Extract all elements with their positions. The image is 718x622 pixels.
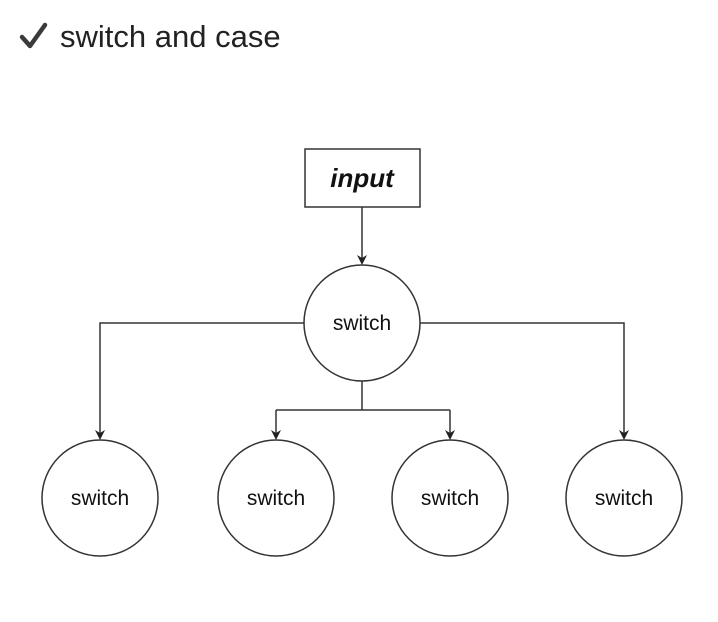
- switch-child-label-1: switch: [71, 487, 129, 510]
- input-node-label: input: [330, 163, 395, 193]
- switch-child-label-4: switch: [595, 487, 653, 510]
- connector-switch-to-child-1: [95, 322, 304, 440]
- switch-root-label: switch: [333, 312, 391, 335]
- switch-child-label-2: switch: [247, 487, 305, 510]
- switch-child-label-3: switch: [421, 487, 479, 510]
- switch-child-node-3: switch: [391, 439, 509, 557]
- switch-root-node: switch: [303, 264, 421, 382]
- switch-child-node-4: switch: [565, 439, 683, 557]
- switch-child-node-1: switch: [41, 439, 159, 557]
- heading-title: switch and case: [60, 18, 281, 54]
- checkmark-icon: [19, 22, 48, 49]
- connector-switch-to-child-4: [420, 322, 629, 440]
- input-node: input: [304, 148, 421, 208]
- switch-child-node-2: switch: [217, 439, 335, 557]
- section-heading: switch and case: [18, 14, 281, 58]
